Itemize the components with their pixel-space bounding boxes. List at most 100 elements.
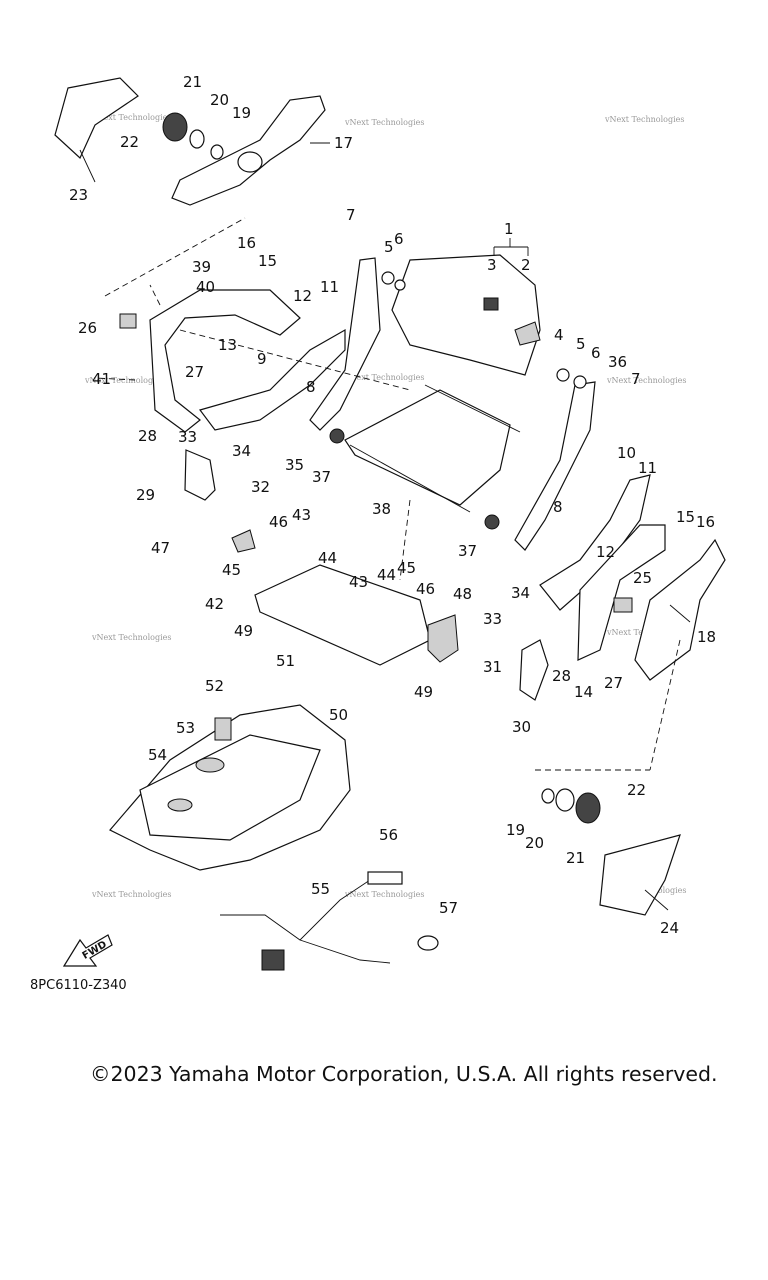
callout-5: 5: [576, 335, 586, 353]
part-52-tab: [214, 717, 232, 741]
part-53-patch: [195, 757, 225, 773]
callout-8: 8: [306, 378, 316, 396]
callout-44: 44: [377, 566, 396, 584]
callout-29: 29: [136, 486, 155, 504]
callouts: 1 2 3 4 5 5 6 6 7 7 8 8 9 10 11 11 12 12…: [69, 73, 716, 937]
leader-lines: [79, 142, 691, 911]
callout-35: 35: [285, 456, 304, 474]
callout-51: 51: [276, 652, 295, 670]
part-19-washer: [541, 788, 555, 804]
part-2-bracket: [514, 321, 541, 346]
callout-36: 36: [608, 353, 627, 371]
callout-41: 41: [92, 370, 111, 388]
callout-11: 11: [638, 459, 657, 477]
part-38-crossframe: [344, 389, 511, 506]
part-rod-left: [309, 257, 381, 431]
callout-49: 49: [234, 622, 253, 640]
watermark: vNext Technologies: [344, 373, 424, 382]
part-37-bushing: [329, 428, 345, 444]
callout-45: 45: [397, 559, 416, 577]
part-21-knob: [162, 112, 188, 142]
part-20-washer: [189, 129, 205, 149]
callout-6: 6: [394, 230, 404, 248]
part-6-bushing: [381, 271, 395, 285]
part-37-bushing: [484, 514, 500, 530]
callout-30: 30: [512, 718, 531, 736]
callout-26: 26: [78, 319, 97, 337]
part-17-arm: [171, 95, 326, 206]
callout-17: 17: [334, 134, 353, 152]
watermark: vNext Technologies: [604, 115, 684, 124]
callout-10: 10: [617, 444, 636, 462]
callout-43: 43: [349, 573, 368, 591]
callout-46: 46: [269, 513, 288, 531]
part-23-cover: [54, 77, 139, 160]
callout-53: 53: [176, 719, 195, 737]
callout-21: 21: [183, 73, 202, 91]
callout-24: 24: [660, 919, 679, 937]
callout-21: 21: [566, 849, 585, 867]
part-5-washer: [394, 279, 406, 291]
watermark: vNext Technologies: [91, 113, 171, 122]
callout-43: 43: [292, 506, 311, 524]
part-14-frame: [577, 524, 666, 661]
watermark: vNext Technologies: [91, 890, 171, 899]
callout-1: 1: [504, 220, 514, 238]
part-3-emblem: [483, 297, 499, 311]
part-29-plate: [184, 449, 216, 501]
callout-15: 15: [676, 508, 695, 526]
watermark: vNext Technologies: [91, 633, 171, 642]
part-47-clip: [231, 529, 256, 553]
callout-39: 39: [192, 258, 211, 276]
callout-34: 34: [511, 584, 530, 602]
callout-46: 46: [416, 580, 435, 598]
part-21-knob: [575, 792, 601, 824]
callout-23: 23: [69, 186, 88, 204]
callout-52: 52: [205, 677, 224, 695]
part-48-pad: [427, 614, 459, 663]
callout-56: 56: [379, 826, 398, 844]
callout-19: 19: [232, 104, 251, 122]
part-rod-right: [514, 381, 596, 551]
callout-3: 3: [487, 256, 497, 274]
callout-18: 18: [697, 628, 716, 646]
watermark: vNext Technologies: [84, 376, 164, 385]
callout-12: 12: [596, 543, 615, 561]
callout-22: 22: [120, 133, 139, 151]
callout-38: 38: [372, 500, 391, 518]
callout-8: 8: [553, 498, 563, 516]
callout-54: 54: [148, 746, 167, 764]
callout-31: 31: [483, 658, 502, 676]
callout-6: 6: [591, 344, 601, 362]
callout-44: 44: [318, 549, 337, 567]
callout-12: 12: [293, 287, 312, 305]
callout-20: 20: [525, 834, 544, 852]
part-9-frame: [198, 328, 346, 431]
callout-16: 16: [237, 234, 256, 252]
watermark: vNext Technologies: [606, 376, 686, 385]
part-55-harness: [220, 879, 391, 964]
watermark: vNext Technologies: [344, 890, 424, 899]
callout-27: 27: [185, 363, 204, 381]
callout-28: 28: [552, 667, 571, 685]
callout-32: 32: [251, 478, 270, 496]
callout-28: 28: [138, 427, 157, 445]
assembly-lines: [94, 217, 681, 771]
callout-5: 5: [384, 238, 394, 256]
part-24-cover: [599, 834, 681, 916]
callout-9: 9: [257, 350, 267, 368]
callout-14: 14: [574, 683, 593, 701]
fwd-arrow: FWD: [62, 934, 113, 967]
part-1-backrest: [391, 254, 541, 376]
callout-49: 49: [414, 683, 433, 701]
callout-42: 42: [205, 595, 224, 613]
callout-27: 27: [604, 674, 623, 692]
callout-2: 2: [521, 256, 531, 274]
part-20-washer: [555, 788, 575, 812]
callout-4: 4: [554, 326, 564, 344]
callout-7: 7: [631, 370, 641, 388]
callout-48: 48: [453, 585, 472, 603]
part-18-arm: [634, 538, 726, 681]
part-6-bushing: [573, 375, 587, 389]
